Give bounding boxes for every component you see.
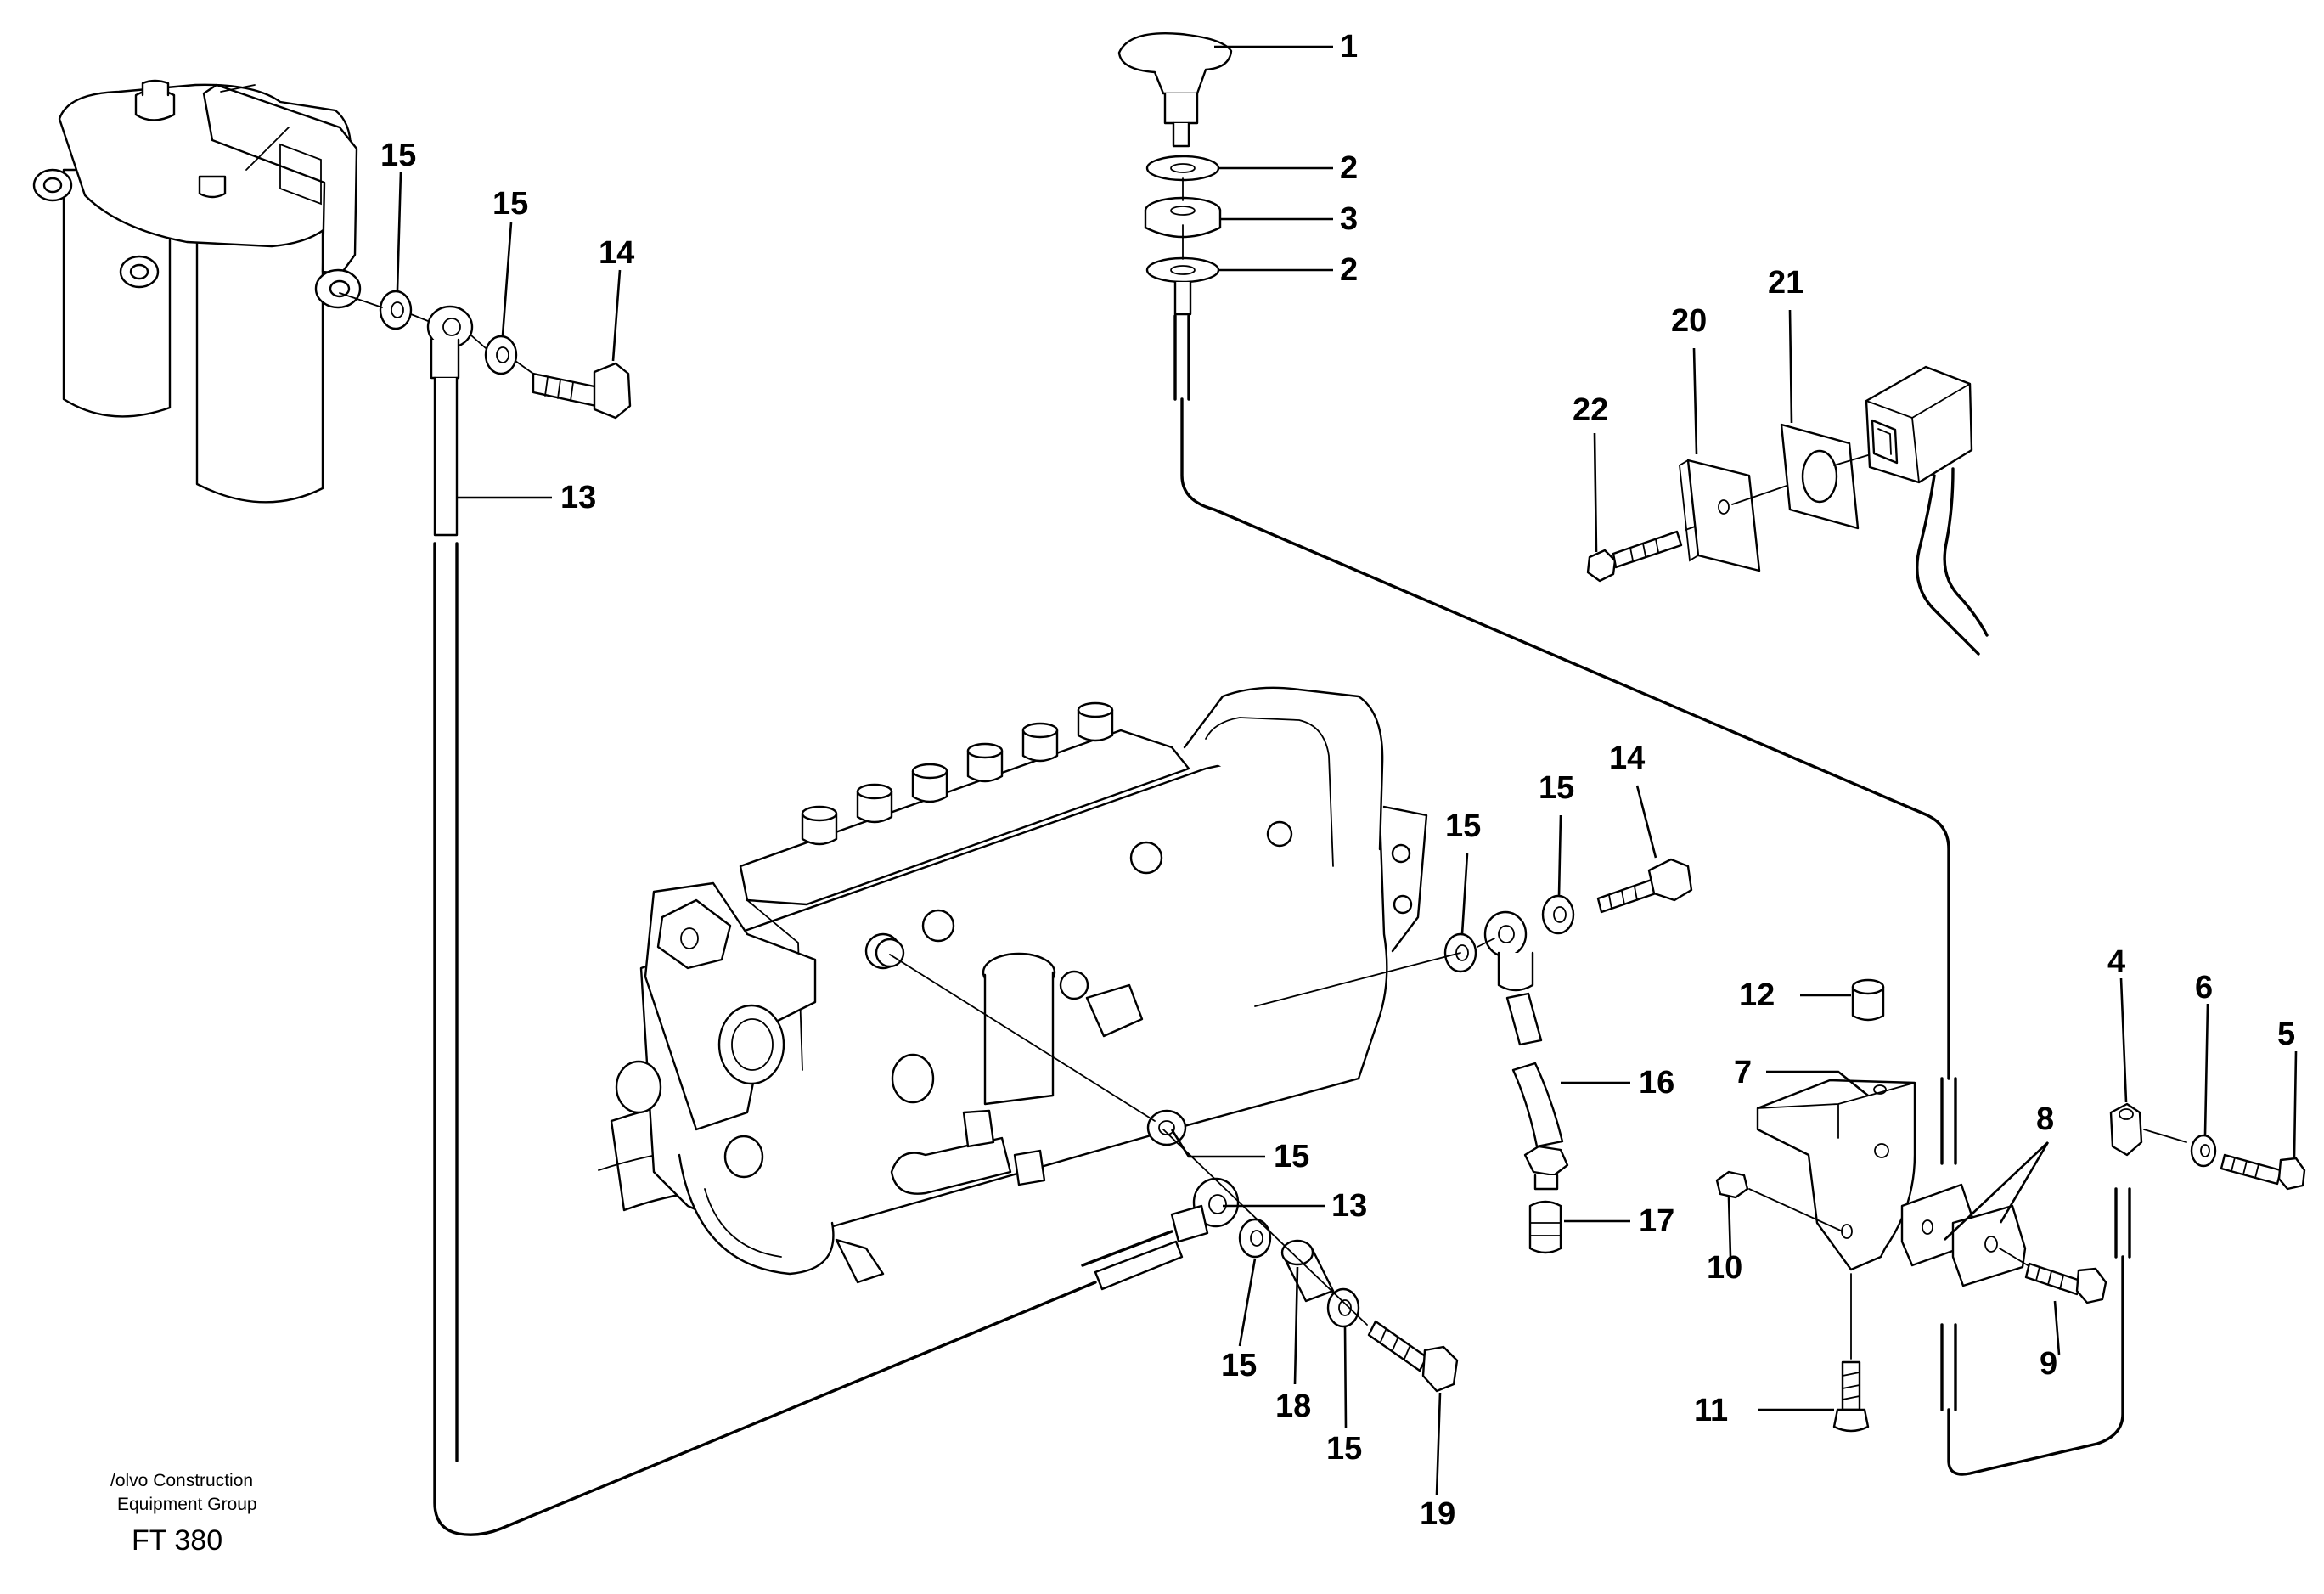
callout-11: 11 <box>1694 1393 1728 1428</box>
callout-1: 1 <box>1340 29 1358 65</box>
bolt-12 <box>1851 985 1885 1022</box>
nut-10 <box>1715 1170 1749 1199</box>
filter-fitting-parts <box>379 290 632 537</box>
washer-15-e <box>1146 1109 1187 1146</box>
company-line-2: Equipment Group <box>117 1495 257 1514</box>
callout-14-filter: 14 <box>599 235 634 271</box>
callout-9: 9 <box>2040 1346 2057 1382</box>
fuel-filter-assembly <box>32 79 362 504</box>
bolt-9 <box>2024 1262 2082 1296</box>
bracket-7 <box>1756 1079 1916 1271</box>
callout-15-inlet-b: 15 <box>1221 1348 1257 1383</box>
footer: /olvo Construction Equipment Group FT 38… <box>110 1471 257 1557</box>
callout-15-inlet-a: 15 <box>1274 1139 1309 1174</box>
injection-pump <box>598 686 1428 1284</box>
figure-code: FT 380 <box>132 1524 222 1557</box>
callout-15-return-a: 15 <box>1445 808 1481 844</box>
callout-18: 18 <box>1275 1388 1311 1424</box>
cable-bracket-assembly <box>1715 978 2306 1476</box>
washer-6 <box>2190 1134 2217 1168</box>
banjo-bolt-19 <box>1367 1320 1428 1372</box>
callout-2-lower: 2 <box>1340 252 1358 288</box>
callout-8: 8 <box>2036 1101 2054 1137</box>
callout-leaders <box>457 45 2050 1411</box>
callout-2-upper: 2 <box>1340 150 1358 186</box>
callout-5: 5 <box>2277 1017 2295 1052</box>
inlet-fitting-parts <box>1094 1109 1459 1393</box>
washer-15-f <box>1238 1218 1272 1259</box>
callout-15-filter-b: 15 <box>492 186 528 222</box>
callout-15-filter-a: 15 <box>380 138 416 173</box>
callout-4: 4 <box>2107 944 2125 980</box>
callout-15-return-b: 15 <box>1539 770 1574 806</box>
nipple-4 <box>2109 1102 2143 1157</box>
plate-20 <box>1686 459 1761 572</box>
stop-solenoid <box>1586 365 1989 656</box>
callout-3: 3 <box>1340 201 1358 237</box>
callout-15-inlet-c: 15 <box>1326 1431 1362 1467</box>
delivery-valves <box>801 701 1114 846</box>
callout-6: 6 <box>2195 970 2213 1005</box>
fuel-pipe-13 <box>433 542 1097 1536</box>
company-line-1: /olvo Construction <box>110 1471 253 1490</box>
callout-19: 19 <box>1420 1496 1455 1532</box>
banjo-bolt-14-b <box>1596 878 1657 914</box>
callout-20: 20 <box>1671 303 1707 339</box>
callout-14-return: 14 <box>1609 741 1645 776</box>
callout-22: 22 <box>1573 392 1608 428</box>
callout-7: 7 <box>1734 1055 1752 1090</box>
fitting-17 <box>1528 1200 1562 1254</box>
washer-15-g <box>1326 1287 1360 1328</box>
stop-cable <box>1173 314 1950 1080</box>
callout-21: 21 <box>1768 265 1803 301</box>
callout-labels: 1 2 3 2 15 15 14 13 22 20 21 15 15 14 16… <box>380 29 2295 1532</box>
callout-13-upper: 13 <box>560 480 596 515</box>
screw-22 <box>1586 549 1617 583</box>
banjo-fitting-return <box>1483 910 1528 958</box>
washer-15-a <box>379 290 413 330</box>
screw-5 <box>2220 1153 2282 1186</box>
washer-15-b <box>484 335 518 375</box>
callout-13-lower: 13 <box>1331 1188 1367 1224</box>
banjo-bolt-14-a <box>532 372 598 408</box>
callout-16: 16 <box>1639 1065 1674 1101</box>
washer-15-d <box>1541 894 1575 935</box>
callout-17: 17 <box>1639 1203 1674 1239</box>
clamp-8-b <box>1951 1204 2027 1287</box>
stop-control-knob <box>1117 32 1233 316</box>
callout-12: 12 <box>1739 977 1775 1013</box>
return-line-parts <box>1443 858 1693 1254</box>
callout-10: 10 <box>1707 1250 1742 1286</box>
